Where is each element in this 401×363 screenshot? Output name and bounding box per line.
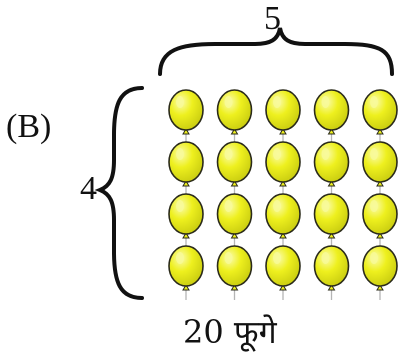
balloon-highlight — [322, 148, 330, 160]
balloon-highlight — [322, 96, 330, 108]
balloon-body — [169, 194, 203, 234]
balloon-body — [218, 194, 252, 234]
balloon-highlight — [370, 96, 378, 108]
option-label: (B) — [6, 108, 51, 146]
balloon-body — [266, 246, 300, 286]
balloon-body — [363, 194, 397, 234]
balloon — [315, 142, 349, 196]
balloon — [266, 142, 300, 196]
balloon — [315, 246, 349, 300]
balloon-highlight — [322, 200, 330, 212]
balloon-highlight — [225, 252, 233, 264]
balloon — [218, 142, 252, 196]
balloon-highlight — [176, 96, 184, 108]
balloon — [315, 194, 349, 248]
balloon — [363, 142, 397, 196]
balloon — [169, 142, 203, 196]
balloon-highlight — [176, 148, 184, 160]
balloon-highlight — [370, 252, 378, 264]
balloon — [169, 194, 203, 248]
balloon-body — [363, 90, 397, 130]
balloon-body — [315, 142, 349, 182]
balloon — [363, 194, 397, 248]
balloon — [266, 194, 300, 248]
balloon — [169, 246, 203, 300]
balloon-highlight — [176, 200, 184, 212]
columns-count-label: 5 — [264, 0, 281, 38]
balloon — [169, 90, 203, 144]
balloon-body — [169, 142, 203, 182]
balloon-highlight — [225, 200, 233, 212]
balloon — [218, 194, 252, 248]
balloon-highlight — [273, 96, 281, 108]
balloon-highlight — [273, 200, 281, 212]
left-brace — [100, 88, 142, 298]
balloon-body — [169, 90, 203, 130]
balloon-body — [266, 142, 300, 182]
balloon-highlight — [322, 252, 330, 264]
balloon — [315, 90, 349, 144]
balloon-highlight — [176, 252, 184, 264]
balloon-highlight — [225, 96, 233, 108]
balloon-body — [315, 90, 349, 130]
balloon — [363, 90, 397, 144]
balloon — [266, 90, 300, 144]
balloon-body — [266, 90, 300, 130]
balloon — [218, 246, 252, 300]
balloon — [363, 246, 397, 300]
balloon-body — [218, 90, 252, 130]
balloon-body — [218, 142, 252, 182]
total-balloons-caption: 20 फूगे — [183, 310, 277, 353]
balloon-highlight — [273, 252, 281, 264]
balloon — [266, 246, 300, 300]
balloon-highlight — [273, 148, 281, 160]
balloon-body — [315, 194, 349, 234]
balloon-body — [169, 246, 203, 286]
balloon-highlight — [370, 148, 378, 160]
balloon-grid — [169, 90, 397, 300]
balloon-body — [315, 246, 349, 286]
balloon-body — [266, 194, 300, 234]
balloon-highlight — [370, 200, 378, 212]
balloon-body — [218, 246, 252, 286]
balloon-body — [363, 246, 397, 286]
rows-count-label: 4 — [80, 170, 97, 208]
balloon — [218, 90, 252, 144]
balloon-body — [363, 142, 397, 182]
balloon-highlight — [225, 148, 233, 160]
